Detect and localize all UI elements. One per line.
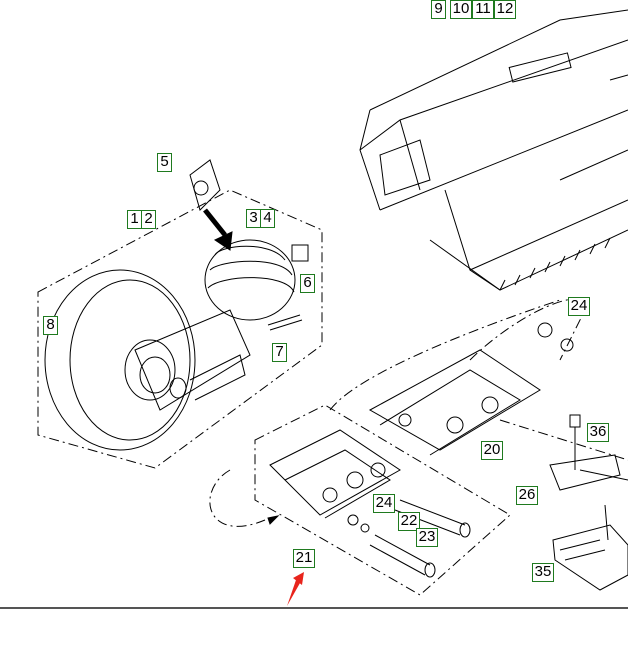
callout-8[interactable]: 8 xyxy=(43,316,58,335)
callout-5[interactable]: 5 xyxy=(157,153,172,172)
callout-26[interactable]: 26 xyxy=(516,486,538,505)
pointer-arrow xyxy=(287,580,300,606)
callout-3[interactable]: 3 xyxy=(246,209,261,228)
callout-23[interactable]: 23 xyxy=(416,528,438,547)
callout-10[interactable]: 10 xyxy=(450,0,472,19)
callout-12[interactable]: 12 xyxy=(494,0,516,19)
callout-1[interactable]: 1 xyxy=(127,210,142,229)
callout-2[interactable]: 2 xyxy=(141,210,156,229)
callout-9[interactable]: 9 xyxy=(431,0,446,19)
idler-assembly xyxy=(37,159,323,469)
bottom-rule xyxy=(0,607,628,609)
callout-6[interactable]: 6 xyxy=(300,274,315,293)
assembly-arrow xyxy=(203,208,227,237)
link-assembly xyxy=(209,404,511,596)
callout-11[interactable]: 11 xyxy=(472,0,494,19)
callout-20[interactable]: 20 xyxy=(481,441,503,460)
callout-7[interactable]: 7 xyxy=(272,343,287,362)
shoe-hardware xyxy=(549,414,628,591)
callout-36[interactable]: 36 xyxy=(587,423,609,442)
track-frame xyxy=(359,9,628,291)
callout-22[interactable]: 22 xyxy=(398,512,420,531)
callout-24-upper[interactable]: 24 xyxy=(568,297,590,316)
callout-21[interactable]: 21 xyxy=(293,549,315,568)
callout-24-lower[interactable]: 24 xyxy=(373,494,395,513)
callout-35[interactable]: 35 xyxy=(532,563,554,582)
callout-4[interactable]: 4 xyxy=(260,209,275,228)
track-chain xyxy=(329,298,628,461)
